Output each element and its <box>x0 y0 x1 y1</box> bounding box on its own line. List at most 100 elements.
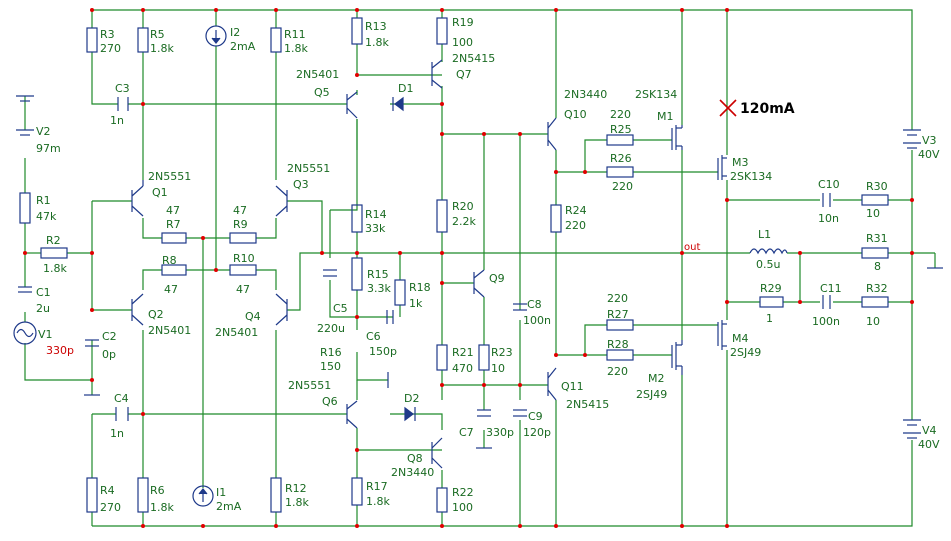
value-r22: 100 <box>452 501 473 514</box>
transistor-q8 <box>431 437 443 469</box>
capacitor-c3 <box>117 97 129 111</box>
value-c3: 1n <box>110 114 124 127</box>
label-q10: Q10 <box>564 108 587 121</box>
transistor-q2 <box>131 293 144 326</box>
wires <box>24 9 936 527</box>
value-r14: 33k <box>365 222 386 235</box>
value-r9: 47 <box>233 204 247 217</box>
label-v4: V4 <box>922 424 937 437</box>
label-q9: Q9 <box>489 272 505 285</box>
type-q7: 2N5415 <box>452 52 495 65</box>
value-c4: 1n <box>110 427 124 440</box>
value-i1: 2mA <box>216 500 242 513</box>
value-r27: 220 <box>607 292 628 305</box>
type-m4: 2SJ49 <box>730 346 761 359</box>
value-v3: 40V <box>918 148 940 161</box>
value-r21: 470 <box>452 362 473 375</box>
capacitor-c5 <box>323 269 337 277</box>
type-q2: 2N5401 <box>148 324 191 337</box>
label-r6: R6 <box>150 484 165 497</box>
type-q6: 2N5551 <box>288 379 331 392</box>
label-c8: C8 <box>527 298 542 311</box>
label-r1: R1 <box>36 194 51 207</box>
label-r9: R9 <box>233 218 248 231</box>
value-r25: 220 <box>610 108 631 121</box>
label-r23: R23 <box>491 346 513 359</box>
label-r15: R15 <box>367 268 389 281</box>
type-m2: 2SJ49 <box>636 388 667 401</box>
transistor-q1 <box>131 180 144 217</box>
capacitor-c10 <box>822 193 831 207</box>
inductor-l1 <box>749 248 788 255</box>
type-m1: 2SK134 <box>635 88 677 101</box>
label-r26: R26 <box>610 152 632 165</box>
value-r15: 3.3k <box>367 282 391 295</box>
value-r24: 220 <box>565 219 586 232</box>
type-q11: 2N5415 <box>566 398 609 411</box>
label-v2: V2 <box>36 125 51 138</box>
label-r10: R10 <box>233 252 255 265</box>
type-q10: 2N3440 <box>564 88 607 101</box>
label-r21: R21 <box>452 346 474 359</box>
value-r4: 270 <box>100 501 121 514</box>
label-l1: L1 <box>758 228 771 241</box>
label-c4: C4 <box>114 392 129 405</box>
label-m3: M3 <box>732 156 749 169</box>
transistor-q3 <box>275 185 288 217</box>
label-r19: R19 <box>452 16 474 29</box>
label-v3: V3 <box>922 134 937 147</box>
label-r12: R12 <box>285 482 307 495</box>
capacitor-c7 <box>477 409 491 417</box>
label-r28: R28 <box>607 338 629 351</box>
value-r10: 47 <box>236 283 250 296</box>
value-v2: 97m <box>36 142 61 155</box>
capacitor-c4 <box>115 407 129 421</box>
resistor-r3 <box>86 27 98 53</box>
value-c2: 0p <box>102 348 116 361</box>
resistor-r1 <box>19 192 31 224</box>
value-r29: 1 <box>766 312 773 325</box>
ac-source-v1 <box>13 321 37 345</box>
resistor-r29 <box>759 296 784 308</box>
label-q1: Q1 <box>152 186 168 199</box>
value-r12: 1.8k <box>285 496 309 509</box>
value-c6: 150p <box>369 345 397 358</box>
resistor-r17 <box>351 477 363 506</box>
resistor-r11 <box>270 27 282 53</box>
type-m3: 2SK134 <box>730 170 772 183</box>
value-r30: 10 <box>866 207 880 220</box>
sources <box>13 25 943 507</box>
capacitor-c2 <box>85 339 99 347</box>
resistor-r28 <box>606 349 634 361</box>
label-r4: R4 <box>100 484 115 497</box>
capacitor-c11 <box>822 295 831 309</box>
label-q3: Q3 <box>293 178 309 191</box>
value-r19: 100 <box>452 36 473 49</box>
label-r18: R18 <box>409 281 431 294</box>
diode-d1 <box>392 96 404 112</box>
label-r7: R7 <box>166 218 181 231</box>
label-m1: M1 <box>657 110 674 123</box>
resistor-r19 <box>436 17 448 45</box>
value-r26: 220 <box>612 180 633 193</box>
type-q4: 2N5401 <box>215 326 258 339</box>
value-v1: 330p <box>46 344 74 357</box>
resistor-r31 <box>861 247 889 259</box>
resistor-r22 <box>436 487 448 513</box>
type-q1: 2N5551 <box>148 170 191 183</box>
label-r20: R20 <box>452 200 474 213</box>
resistor-r14 <box>351 204 363 233</box>
label-r22: R22 <box>452 486 474 499</box>
capacitor-c1 <box>18 286 32 293</box>
resistor-r27 <box>606 319 634 331</box>
transistors <box>131 59 737 469</box>
resistor-r2 <box>40 247 68 259</box>
value-c7: 330p <box>486 426 514 439</box>
mosfet-m4 <box>717 320 727 350</box>
value-r23: 10 <box>491 362 505 375</box>
label-r5: R5 <box>150 28 165 41</box>
current-source-i2 <box>205 25 227 47</box>
label-r8: R8 <box>162 254 177 267</box>
label-r17: R17 <box>366 480 388 493</box>
